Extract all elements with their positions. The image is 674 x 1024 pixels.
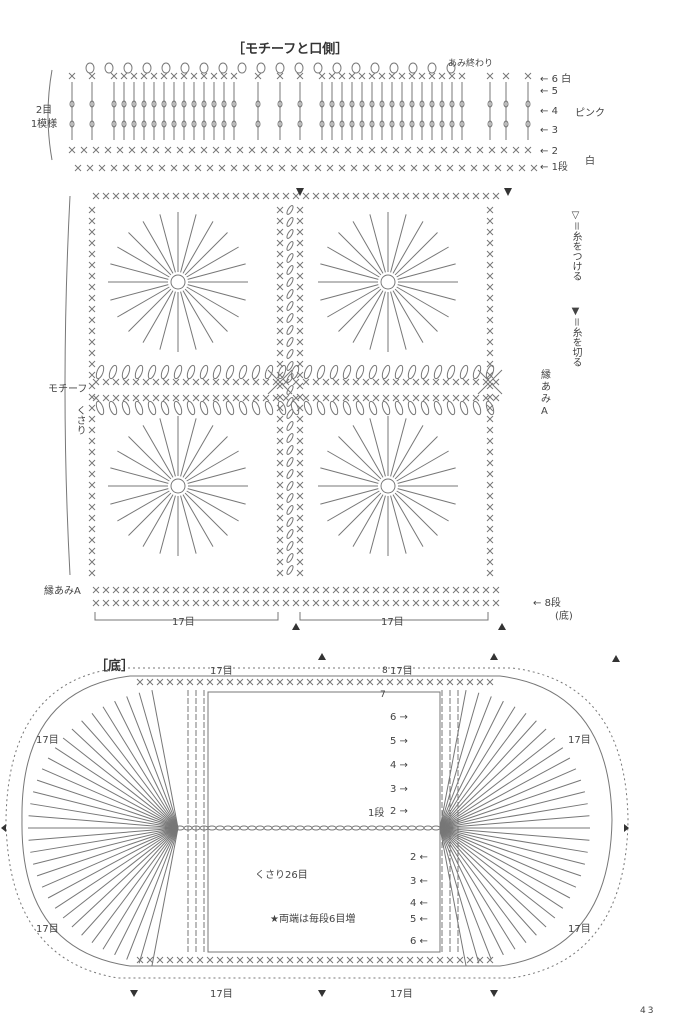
row-num: 2 xyxy=(551,146,558,157)
count-bottom-left: 17目 xyxy=(210,989,233,1000)
bottom-row-8: 8 xyxy=(382,666,388,676)
row-num: 2 xyxy=(390,806,397,817)
pink-label: ピンク xyxy=(575,108,605,119)
edge-a-left-label: 縁あみA xyxy=(44,586,81,597)
count-bottom-right: 17目 xyxy=(390,989,413,1000)
pattern-repeat-label: 2目 1模様 xyxy=(30,105,58,130)
row-num: 5 xyxy=(390,736,397,747)
bottom-row-note: (底) xyxy=(555,611,573,622)
stitch-count-left: 17目 xyxy=(172,617,195,628)
legend-attach-yarn: ▽＝糸をつける xyxy=(570,210,581,281)
row-num: 6 xyxy=(410,936,417,947)
edge-a-right-label: 縁あみA xyxy=(541,370,551,417)
count-left-bottom: 17目 xyxy=(36,924,59,935)
legend-cut-yarn: ▼＝糸を切る xyxy=(570,306,581,367)
bottom-row-label: ← 8段 xyxy=(533,598,561,609)
bottom-row-4: 4 → xyxy=(390,760,408,771)
row-num: 1段 xyxy=(551,162,568,173)
row-num: 5 xyxy=(410,914,417,925)
row-num: 8段 xyxy=(544,598,561,609)
bottom-row-6: 6 → xyxy=(390,712,408,723)
row-1-label: ← 1段 xyxy=(540,162,568,173)
white-label: 白 xyxy=(585,156,595,167)
count-top-left: 17目 xyxy=(210,666,233,677)
row-num: 3 xyxy=(551,125,558,136)
row-num: 2 xyxy=(410,852,417,863)
motif-label: モチーフ xyxy=(48,384,88,395)
row-2-label: ← 2 xyxy=(540,146,558,157)
row-num: 6 xyxy=(390,712,397,723)
increase-note: ★両端は毎段6目増 xyxy=(270,914,356,925)
row-3-label: ← 3 xyxy=(540,125,558,136)
row-color: 白 xyxy=(561,74,572,85)
bottom-row-1: 1段 xyxy=(368,808,385,819)
chain-label-top: くさり xyxy=(74,405,85,435)
count-right-bottom: 17目 xyxy=(568,924,591,935)
row-num: 4 xyxy=(390,760,397,771)
row-num: 4 xyxy=(410,898,417,909)
bottom-row-2: 2 → xyxy=(390,806,408,817)
bottom-row-7: 7 xyxy=(380,690,386,700)
bottom-row-5: 5 → xyxy=(390,736,408,747)
end-label: あみ終わり xyxy=(448,59,494,69)
bottom-row-3: 3 → xyxy=(390,784,408,795)
row-4-label: ← 4 xyxy=(540,106,558,117)
row-5-label: ← 5 xyxy=(540,86,558,97)
page-number: 43 xyxy=(640,1006,656,1016)
row-6-label: ← 6 白 xyxy=(540,74,572,85)
bottom-lower-row-5: 5 ← xyxy=(410,914,428,925)
section-title-motif: ［モチーフと口側］ xyxy=(232,42,349,57)
row-num: 4 xyxy=(551,106,558,117)
bottom-lower-row-4: 4 ← xyxy=(410,898,428,909)
row-num: 3 xyxy=(410,876,417,887)
row-num: 6 xyxy=(551,74,558,85)
bottom-lower-row-2: 2 ← xyxy=(410,852,428,863)
chain-26-label: くさり26目 xyxy=(255,870,308,881)
count-top-right: 17目 xyxy=(390,666,413,677)
row-num: 3 xyxy=(390,784,397,795)
count-right-top: 17目 xyxy=(568,735,591,746)
count-left-top: 17目 xyxy=(36,735,59,746)
bottom-lower-row-6: 6 ← xyxy=(410,936,428,947)
section-title-bottom: ［底］ xyxy=(95,659,135,674)
stitch-count-right: 17目 xyxy=(381,617,404,628)
row-num: 5 xyxy=(551,86,558,97)
bottom-lower-row-3: 3 ← xyxy=(410,876,428,887)
